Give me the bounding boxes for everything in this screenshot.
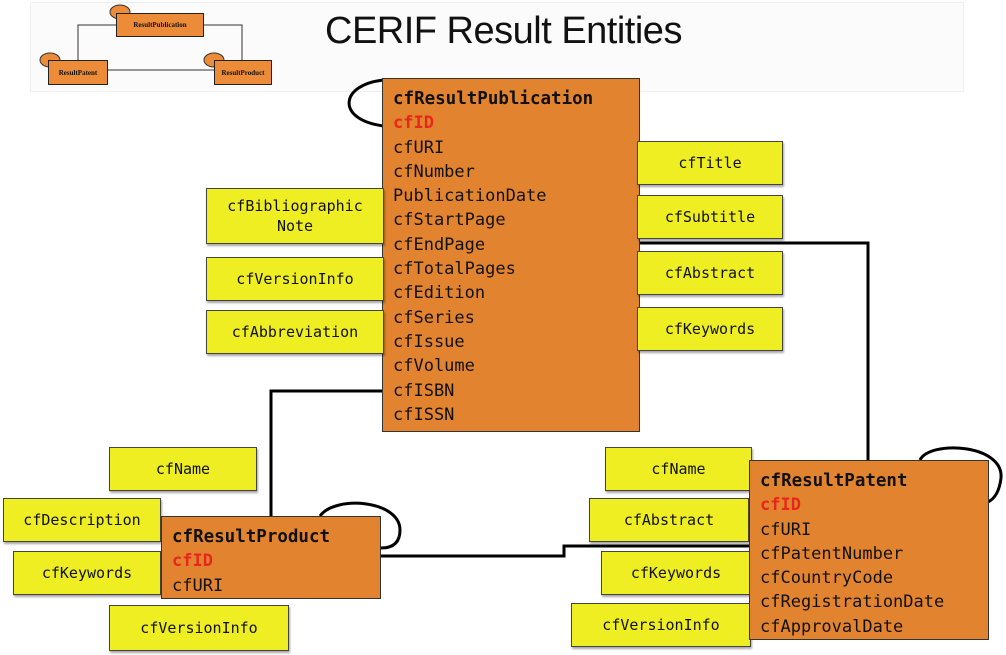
attribute: cfApprovalDate [760,616,904,637]
entity-result-patent: cfResultPatent cfID cfURI cfPatentNumber… [749,460,989,640]
entity-name: cfResultPublication [393,89,594,109]
attribute: cfISBN [393,380,455,401]
attribute: cfRegistrationDate [760,592,945,613]
lang-box-title: cfTitle [637,141,783,185]
lang-box-patent-name: cfName [605,447,752,491]
overview-link-publication-product [204,24,243,60]
lang-box-version-info: cfVersionInfo [206,257,384,301]
lang-box-patent-abstract: cfAbstract [589,498,749,542]
lang-box-patent-version-info: cfVersionInfo [571,603,751,647]
attribute: cfPatentNumber [760,543,904,564]
primary-key: cfID [393,113,434,134]
overview-box-patent: ResultPatent [48,60,108,85]
self-loop-publication [347,78,385,128]
attribute: cfURI [172,575,224,596]
overview-box-publication: ResultPublication [116,13,204,37]
primary-key: cfID [172,551,213,572]
lang-box-keywords: cfKeywords [637,307,783,351]
link-publication-product [269,389,382,516]
attribute: cfIssue [393,331,465,352]
lang-box-product-version-info: cfVersionInfo [109,605,289,651]
link-product-patent [380,544,750,558]
lang-box-product-name: cfName [109,447,257,491]
entity-name: cfResultPatent [760,471,908,491]
lang-box-subtitle: cfSubtitle [637,195,783,239]
primary-key: cfID [760,495,801,516]
lang-box-patent-keywords: cfKeywords [601,551,751,595]
lang-box-product-description: cfDescription [3,498,161,542]
attribute: PublicationDate [393,186,547,207]
diagram-title: CERIF Result Entities [325,10,682,52]
overview-link-publication-patent [77,24,116,60]
attribute: cfURI [760,519,812,540]
attribute: cfEdition [393,283,486,304]
attribute: cfNumber [393,161,475,182]
lang-box-bibliographic-note: cfBibliographic Note [206,188,384,244]
attribute: cfVolume [393,356,475,377]
attribute: cfEndPage [393,234,486,255]
attribute: cfISSN [393,404,455,425]
link-publication-patent [638,241,870,460]
lang-box-abbreviation: cfAbbreviation [206,310,384,354]
overview-box-product: ResultProduct [214,60,272,85]
attribute: cfTotalPages [393,259,516,280]
entity-name: cfResultProduct [172,527,331,547]
entity-result-publication: cfResultPublication cfID cfURI cfNumber … [382,78,640,432]
attribute: cfStartPage [393,210,506,231]
self-loop-product [318,501,402,550]
attribute: cfURI [393,137,445,158]
self-loop-patent [918,446,1003,504]
lang-box-abstract: cfAbstract [637,251,783,295]
attribute: cfCountryCode [760,568,894,589]
lang-box-product-keywords: cfKeywords [13,551,161,595]
attribute: cfSeries [393,307,475,328]
entity-result-product: cfResultProduct cfID cfURI [161,516,381,599]
